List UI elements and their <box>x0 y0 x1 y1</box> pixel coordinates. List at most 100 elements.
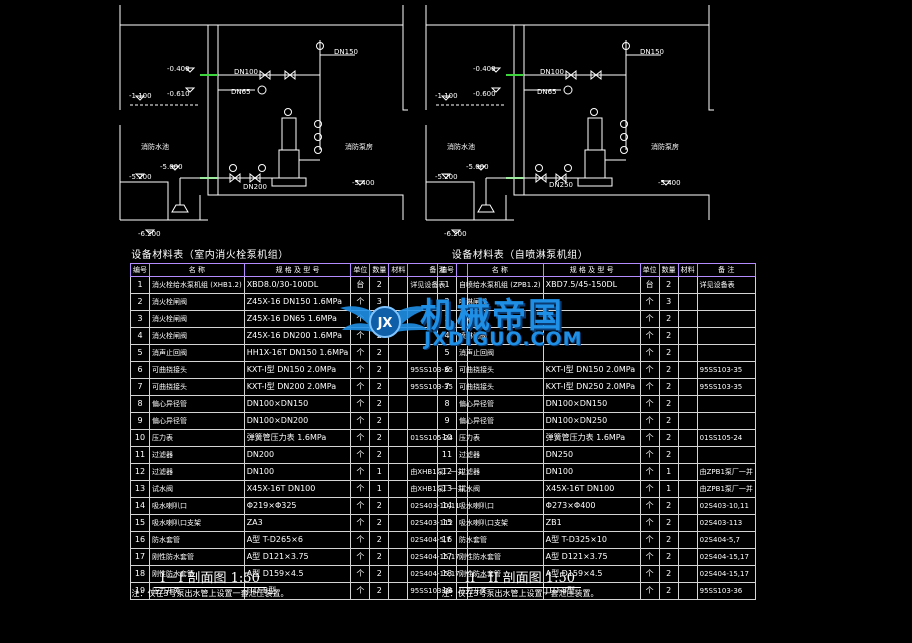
dividing-wall <box>513 25 525 196</box>
table-cell: 3 <box>369 293 390 311</box>
table-cell: 个 <box>639 463 660 481</box>
table-cell: 1 <box>658 463 679 481</box>
table-cell: XBD7.5/45-150DL <box>542 276 641 294</box>
level-marker-icon <box>490 67 502 73</box>
table-cell <box>388 497 409 515</box>
table-cell: 2 <box>658 395 679 413</box>
valve-icon <box>555 172 567 184</box>
table-cell: 个 <box>639 531 660 549</box>
section-note: 注：仅在3号泵出水管上设置一套泄压装置。 <box>441 589 599 598</box>
valve-icon <box>284 69 296 81</box>
table-cell <box>677 361 698 379</box>
level-marker-icon <box>354 180 366 186</box>
right-wall <box>402 25 408 111</box>
pipe-label-dn65: DN65 <box>231 88 251 96</box>
table-cell: 9 <box>130 412 150 430</box>
table-cell: 5 <box>437 344 457 362</box>
table-cell: 1 <box>369 480 390 498</box>
level-marker-icon <box>144 229 156 235</box>
table-header-cell: 单位 <box>350 263 371 277</box>
table-header-cell: 编号 <box>437 263 457 277</box>
room-label-tank: 消防水池 <box>447 143 475 151</box>
table-cell: 个 <box>639 548 660 566</box>
table-header-cell: 备 注 <box>696 263 756 277</box>
table-cell: 弹簧管压力表 1.6MPa <box>243 429 352 447</box>
table-cell: 压力开关 <box>149 582 245 600</box>
table-cell: 喷淋闸阀 <box>456 310 544 328</box>
table-cell: JTD-8型 <box>243 582 352 600</box>
table-cell: KXT-I型 DN150 2.0MPa <box>542 361 641 379</box>
table-cell <box>388 463 409 481</box>
table-cell: 2 <box>369 276 390 294</box>
table-cell: 个 <box>639 361 660 379</box>
table-cell: 16 <box>437 531 457 549</box>
table-cell: 14 <box>437 497 457 515</box>
table-cell: 2 <box>369 361 390 379</box>
callout-icon <box>316 42 324 50</box>
pipe-label-dn250: DN250 <box>549 181 573 189</box>
right-wall <box>708 25 714 111</box>
table-cell: 2 <box>369 531 390 549</box>
table-cell: Z45X-16 DN200 1.6MPa <box>243 327 352 345</box>
pump-base <box>577 177 613 187</box>
table-cell: Z45X-16 DN150 1.6MPa <box>243 293 352 311</box>
table-cell: 可曲挠接头 <box>149 378 245 396</box>
table-cell <box>696 310 756 328</box>
callout-icon <box>620 120 628 128</box>
table-cell <box>696 446 756 464</box>
table-cell: 消声止回阀 <box>456 344 544 362</box>
level-marker-icon <box>660 180 672 186</box>
table-cell: 个 <box>639 480 660 498</box>
bell-mouth <box>477 204 495 213</box>
table-cell: 过滤器 <box>456 446 544 464</box>
table-cell: DN100 <box>243 463 352 481</box>
table-cell: 个 <box>639 429 660 447</box>
level-label: -0.600 <box>473 90 496 98</box>
table-cell: 个 <box>639 293 660 311</box>
table-cell: 2 <box>369 310 390 328</box>
table-cell: 2 <box>658 429 679 447</box>
callout-icon <box>564 164 572 172</box>
table-cell: 偏心异径管 <box>456 395 544 413</box>
gauge-icon <box>257 85 267 95</box>
dividing-wall <box>207 25 219 196</box>
table-cell: 台 <box>639 276 660 294</box>
pipe-label-dn100: DN100 <box>234 68 258 76</box>
level-marker-icon <box>440 173 452 179</box>
table-cell: 偏心异径管 <box>456 412 544 430</box>
table-title: 设备材料表（室内消火栓泵机组） <box>131 250 289 261</box>
room-label-pump: 消防泵房 <box>345 143 373 151</box>
table-cell: 个 <box>350 293 371 311</box>
table-cell: 个 <box>350 497 371 515</box>
callout-icon <box>622 42 630 50</box>
level-label: -1.100 <box>129 92 152 100</box>
table-cell: 6 <box>437 361 457 379</box>
table-cell: 19 <box>130 582 150 600</box>
table-cell: 吸水喇叭口支架 <box>456 514 544 532</box>
pipe-label-dn100: DN100 <box>540 68 564 76</box>
level-label: -5.000 <box>466 163 489 171</box>
table-cell <box>677 531 698 549</box>
table-cell: 14 <box>130 497 150 515</box>
table-cell: 过滤器 <box>149 463 245 481</box>
level-marker-icon <box>490 87 502 93</box>
table-cell <box>542 344 641 362</box>
pipe-label-dn150: DN150 <box>334 48 358 56</box>
table-cell: 个 <box>350 412 371 430</box>
callout-icon <box>590 108 598 116</box>
table-cell: 2 <box>369 429 390 447</box>
table-cell: 18 <box>130 565 150 583</box>
table-header-cell: 材料 <box>677 263 698 277</box>
valve-icon <box>535 172 547 184</box>
